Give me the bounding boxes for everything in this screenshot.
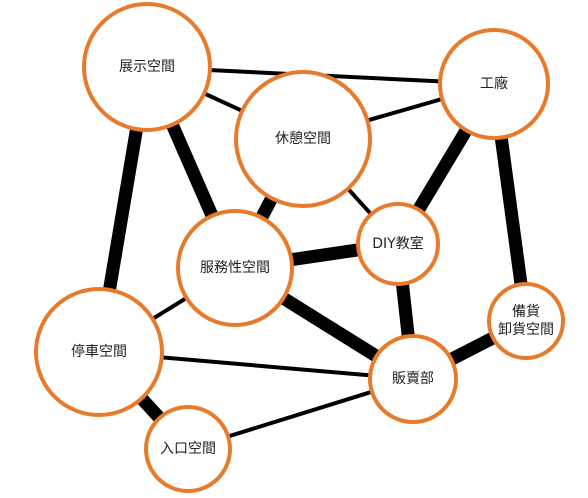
node-shop: 販賣部 [368,334,458,424]
node-rest: 休憩空間 [234,70,372,208]
node-circle-rest [234,70,372,208]
node-label-storage: 備貨 [512,303,540,320]
node-exhibit: 展示空間 [82,2,212,132]
node-service: 服務性空間 [176,209,294,327]
node-label-diy: DIY教室 [372,235,423,252]
node-circle-shop [368,334,458,424]
node-factory: 工廠 [438,28,550,140]
node-circle-factory [438,28,550,140]
node-label-service: 服務性空間 [200,260,270,276]
node-circle-parking [34,287,164,417]
node-circle-service [176,209,294,327]
node-circle-storage [487,282,565,360]
node-circle-entrance [144,405,232,493]
node-label-factory: 工廠 [480,75,508,92]
node-label-rest: 休憩空間 [275,130,331,147]
node-parking: 停車空間 [34,287,164,417]
node-label-parking: 停車空間 [71,343,127,360]
node-circle-exhibit [82,2,212,132]
node-label-exhibit: 展示空間 [119,59,175,75]
node-circle-diy [356,202,440,286]
node-label-entrance: 入口空間 [160,441,216,457]
node-diy: DIY教室 [356,202,440,286]
node-label-shop: 販賣部 [392,371,434,387]
node-label-storage: 卸貨空間 [498,321,554,338]
node-entrance: 入口空間 [144,405,232,493]
